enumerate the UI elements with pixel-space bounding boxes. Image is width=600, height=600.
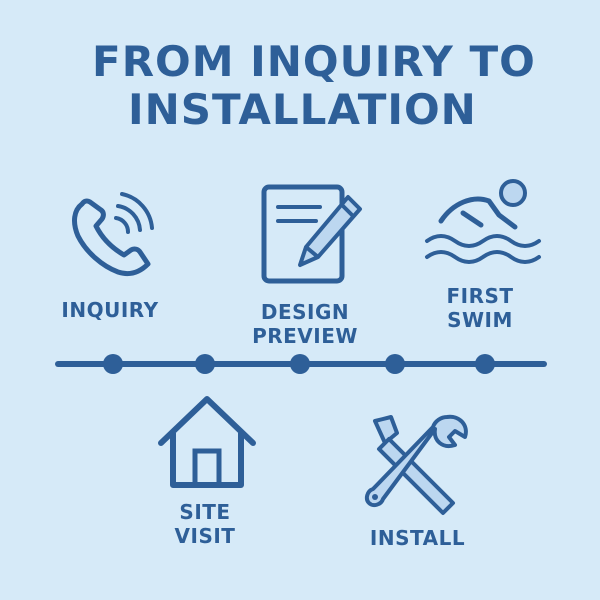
phone-icon (72, 192, 154, 277)
first-swim-line-1: FIRST (446, 284, 514, 308)
step-label-inquiry: INQUIRY (50, 298, 170, 322)
title-line-1: FROM INQUIRY TO (92, 37, 536, 86)
timeline-dot (290, 354, 310, 374)
diagram-title: FROM INQUIRY TO INSTALLATION (60, 38, 560, 134)
timeline-dot (195, 354, 215, 374)
site-visit-line-2: VISIT (174, 524, 236, 548)
step-label-design-preview: DESIGN PREVIEW (230, 300, 380, 348)
step-label-install: INSTALL (360, 526, 475, 550)
install-text: INSTALL (369, 526, 466, 550)
timeline-dot (475, 354, 495, 374)
house-icon (158, 396, 256, 488)
title-line-2: INSTALLATION (128, 85, 477, 134)
tools-icon (364, 414, 468, 515)
document-pencil-icon (261, 184, 362, 284)
step-label-site-visit: SITE VISIT (145, 500, 265, 548)
design-preview-line-2: PREVIEW (252, 324, 358, 348)
design-preview-line-1: DESIGN (260, 300, 350, 324)
step-label-first-swim: FIRST SWIM (425, 284, 535, 332)
swimmer-icon (425, 179, 541, 264)
inquiry-text: INQUIRY (61, 298, 159, 322)
site-visit-line-1: SITE (179, 500, 231, 524)
timeline-dot (385, 354, 405, 374)
first-swim-line-2: SWIM (447, 308, 513, 332)
timeline-dot (103, 354, 123, 374)
